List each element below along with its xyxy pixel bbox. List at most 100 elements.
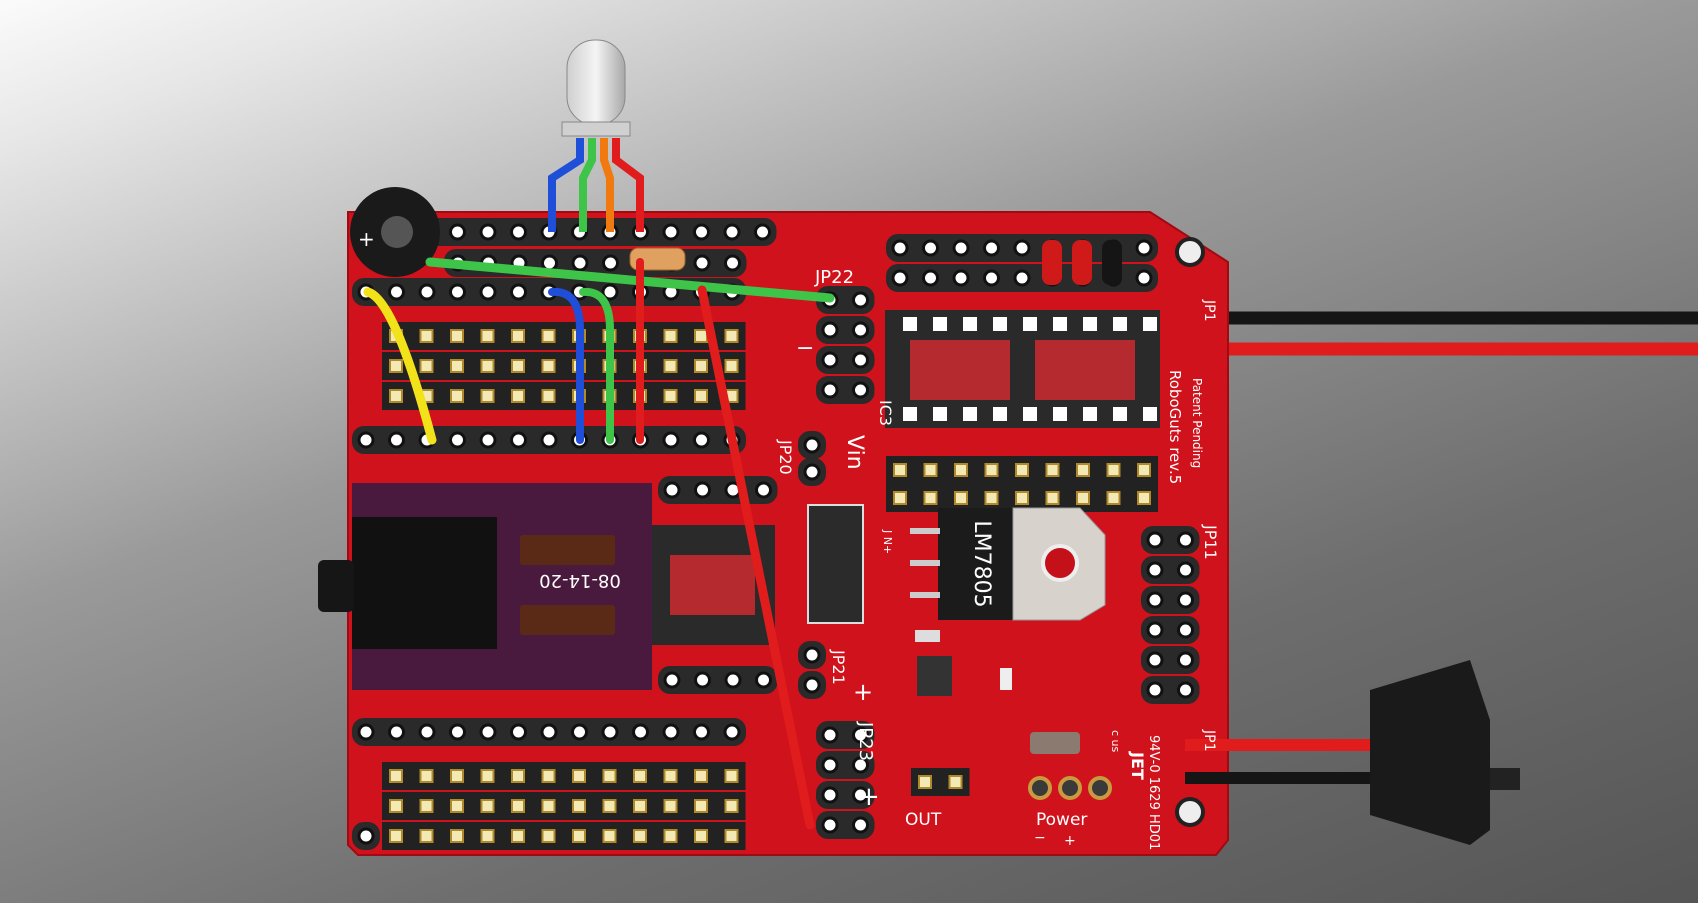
header-pin[interactable]: [1177, 591, 1194, 609]
jumper-cap[interactable]: [1102, 240, 1122, 285]
header-pin[interactable]: [449, 431, 466, 449]
header-pin[interactable]: [480, 389, 495, 403]
header-pin[interactable]: [923, 463, 938, 477]
header-pin[interactable]: [693, 723, 710, 741]
header-pin[interactable]: [918, 775, 932, 789]
header-pin[interactable]: [1137, 463, 1151, 477]
header-pin[interactable]: [1015, 463, 1029, 477]
header-pin[interactable]: [540, 431, 558, 449]
header-pin[interactable]: [821, 726, 839, 744]
header-pin[interactable]: [389, 829, 403, 843]
header-pin[interactable]: [419, 769, 434, 783]
header-pin[interactable]: [821, 351, 839, 369]
header-pin[interactable]: [511, 389, 525, 403]
header-pin[interactable]: [1045, 491, 1060, 505]
header-pin[interactable]: [1106, 463, 1121, 477]
header-pin[interactable]: [821, 321, 839, 339]
header-pin[interactable]: [1146, 681, 1164, 699]
header-pin[interactable]: [601, 723, 619, 741]
header-pin[interactable]: [511, 799, 525, 813]
header-pin[interactable]: [1146, 531, 1164, 549]
header-pin[interactable]: [852, 726, 869, 744]
jumper-cap[interactable]: [1072, 240, 1092, 285]
header-pin[interactable]: [480, 829, 495, 843]
header-pin[interactable]: [1045, 463, 1060, 477]
header-pin[interactable]: [852, 816, 869, 834]
header-pin[interactable]: [1146, 621, 1164, 639]
header-pin[interactable]: [479, 431, 497, 449]
header-pin[interactable]: [893, 491, 907, 505]
header-pin[interactable]: [922, 269, 939, 287]
header-pin[interactable]: [632, 723, 649, 741]
header-pin[interactable]: [1177, 621, 1194, 639]
header-pin[interactable]: [693, 254, 711, 272]
header-pin[interactable]: [1177, 531, 1194, 549]
header-pin[interactable]: [1146, 591, 1164, 609]
header-pin[interactable]: [694, 481, 711, 499]
header-pin[interactable]: [922, 239, 939, 257]
header-pin[interactable]: [449, 223, 466, 241]
header-pin[interactable]: [1106, 491, 1121, 505]
header-pin[interactable]: [1135, 239, 1153, 257]
header-pin[interactable]: [389, 389, 403, 403]
header-pin[interactable]: [572, 769, 586, 783]
header-pin[interactable]: [821, 756, 839, 774]
header-pin[interactable]: [541, 359, 556, 373]
power-switch[interactable]: [1185, 660, 1520, 845]
header-pin[interactable]: [852, 381, 869, 399]
header-pin[interactable]: [450, 829, 464, 843]
header-pin[interactable]: [1013, 239, 1031, 257]
header-pin[interactable]: [541, 829, 556, 843]
header-pin[interactable]: [694, 829, 708, 843]
header-pin[interactable]: [663, 671, 681, 689]
header-pin[interactable]: [1177, 651, 1194, 669]
header-pin[interactable]: [891, 239, 909, 257]
header-pin[interactable]: [852, 786, 869, 804]
header-pin[interactable]: [602, 254, 619, 272]
header-pin[interactable]: [480, 769, 495, 783]
header-pin[interactable]: [480, 329, 495, 343]
header-pin[interactable]: [694, 389, 708, 403]
header-pin[interactable]: [480, 359, 495, 373]
header-pin[interactable]: [357, 827, 375, 845]
header-pin[interactable]: [821, 381, 839, 399]
header-pin[interactable]: [983, 269, 1000, 287]
header-pin[interactable]: [1013, 269, 1031, 287]
header-pin[interactable]: [952, 269, 970, 287]
header-pin[interactable]: [663, 329, 678, 343]
header-pin[interactable]: [724, 329, 739, 343]
header-pin[interactable]: [511, 769, 525, 783]
header-pin[interactable]: [663, 389, 678, 403]
header-pin[interactable]: [418, 283, 436, 301]
header-pin[interactable]: [1135, 269, 1153, 287]
header-pin[interactable]: [662, 431, 680, 449]
header-pin[interactable]: [724, 254, 741, 272]
header-pin[interactable]: [510, 723, 527, 741]
header-pin[interactable]: [541, 769, 556, 783]
header-pin[interactable]: [724, 799, 739, 813]
header-pin[interactable]: [572, 799, 586, 813]
header-pin[interactable]: [954, 463, 968, 477]
header-pin[interactable]: [633, 829, 647, 843]
header-pin[interactable]: [479, 723, 497, 741]
header-pin[interactable]: [357, 723, 375, 741]
header-pin[interactable]: [952, 239, 970, 257]
header-pin[interactable]: [724, 359, 739, 373]
header-pin[interactable]: [803, 436, 821, 454]
header-pin[interactable]: [633, 769, 647, 783]
header-pin[interactable]: [450, 769, 464, 783]
header-pin[interactable]: [633, 799, 647, 813]
header-pin[interactable]: [694, 799, 708, 813]
header-pin[interactable]: [1146, 561, 1164, 579]
header-pin[interactable]: [511, 359, 525, 373]
header-pin[interactable]: [803, 646, 821, 664]
header-pin[interactable]: [821, 816, 839, 834]
header-pin[interactable]: [662, 723, 680, 741]
header-pin[interactable]: [724, 769, 739, 783]
header-pin[interactable]: [510, 223, 527, 241]
header-pin[interactable]: [724, 671, 742, 689]
header-pin[interactable]: [449, 723, 466, 741]
header-pin[interactable]: [754, 223, 771, 241]
header-pin[interactable]: [1177, 681, 1194, 699]
header-pin[interactable]: [663, 359, 678, 373]
